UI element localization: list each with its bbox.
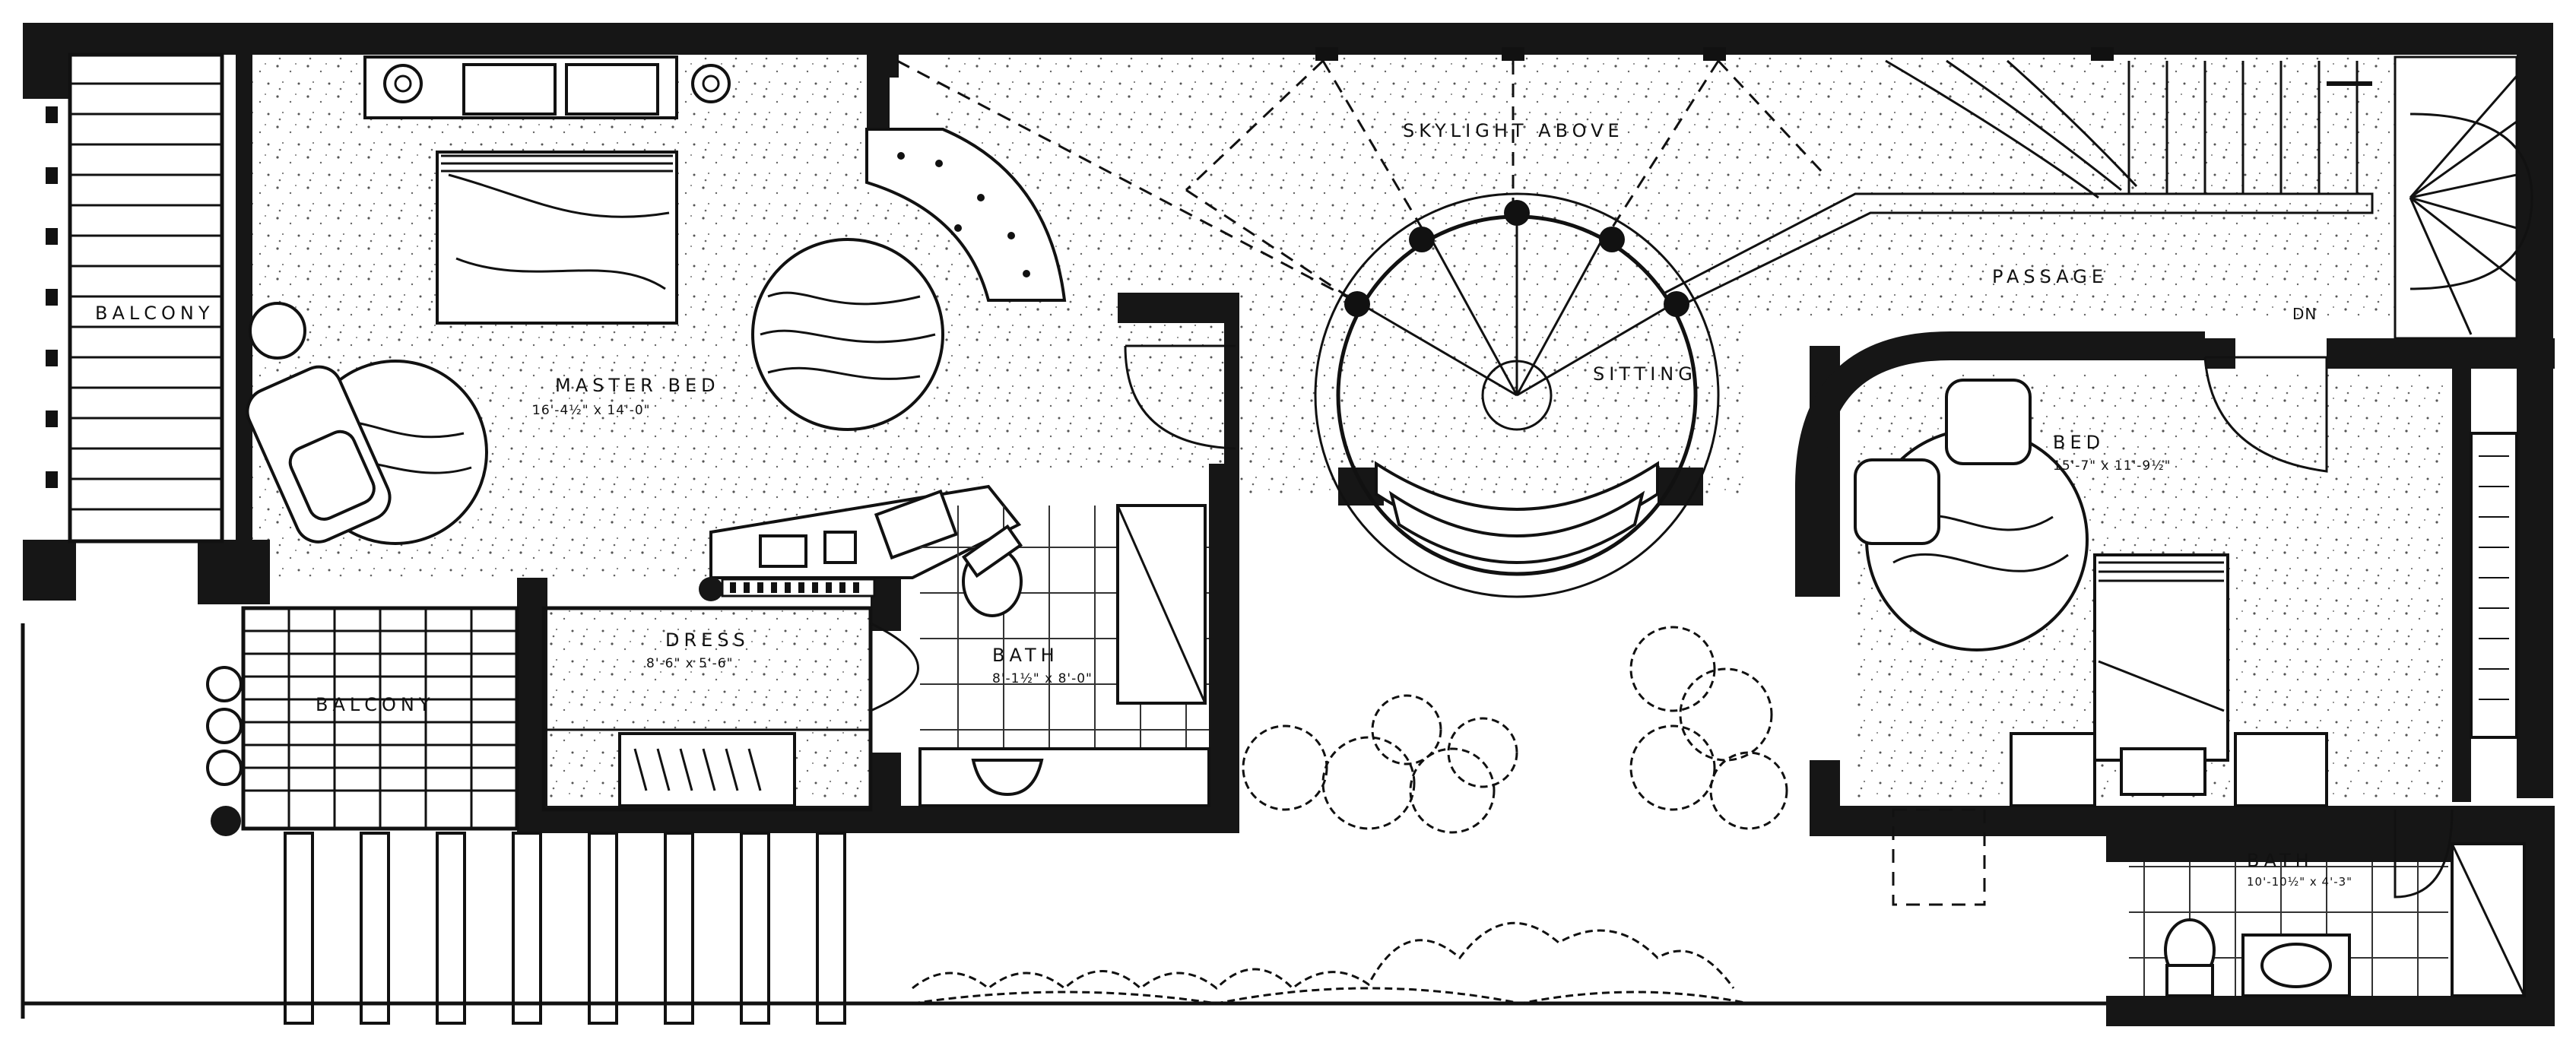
sitting-rotunda (1314, 192, 2374, 598)
dress-area (541, 606, 919, 812)
label-dress-size: 8'-6" x 5'-6" (646, 656, 733, 671)
label-bed-size: 15'-7" x 11'-9½" (2053, 458, 2172, 474)
label-dress: DRESS (665, 629, 750, 651)
label-sitting: SITTING (1593, 363, 1697, 385)
label-master-bed-size: 16'-4½" x 14'-0" (532, 403, 651, 418)
lower-balcony (206, 606, 519, 831)
label-balcony-upper: BALCONY (95, 303, 214, 324)
pergola-slats (284, 832, 846, 1025)
walls (23, 23, 2555, 1026)
staircase (1885, 55, 2533, 340)
planter (865, 128, 1067, 302)
label-bath-main: BATH (992, 645, 1059, 666)
label-bed: BED (2053, 432, 2105, 453)
main-bath (918, 504, 1210, 807)
label-bath-small-size: 10'-10½" x 4'-3" (2247, 875, 2352, 889)
label-bath-main-size: 8'-1½" x 8'-0" (992, 671, 1093, 686)
label-balcony-lower: BALCONY (316, 694, 435, 715)
landscape-shrubs (912, 626, 1788, 1005)
label-skylight: SKYLIGHT ABOVE (1403, 120, 1624, 141)
master-bed-furniture (246, 55, 944, 545)
label-master-bed: MASTER BED (555, 375, 720, 396)
bedroom-furniture (1854, 356, 2518, 906)
upper-balcony (46, 52, 224, 544)
skylight-area (896, 47, 2114, 302)
label-bath-small: BATH (2247, 850, 2314, 871)
label-passage: PASSAGE (1992, 266, 2108, 287)
label-stair-down: DN (2292, 305, 2317, 323)
small-bath (2129, 809, 2526, 997)
room-labels: BALCONY BALCONY MASTER BED 16'-4½" x 14'… (95, 120, 2352, 889)
